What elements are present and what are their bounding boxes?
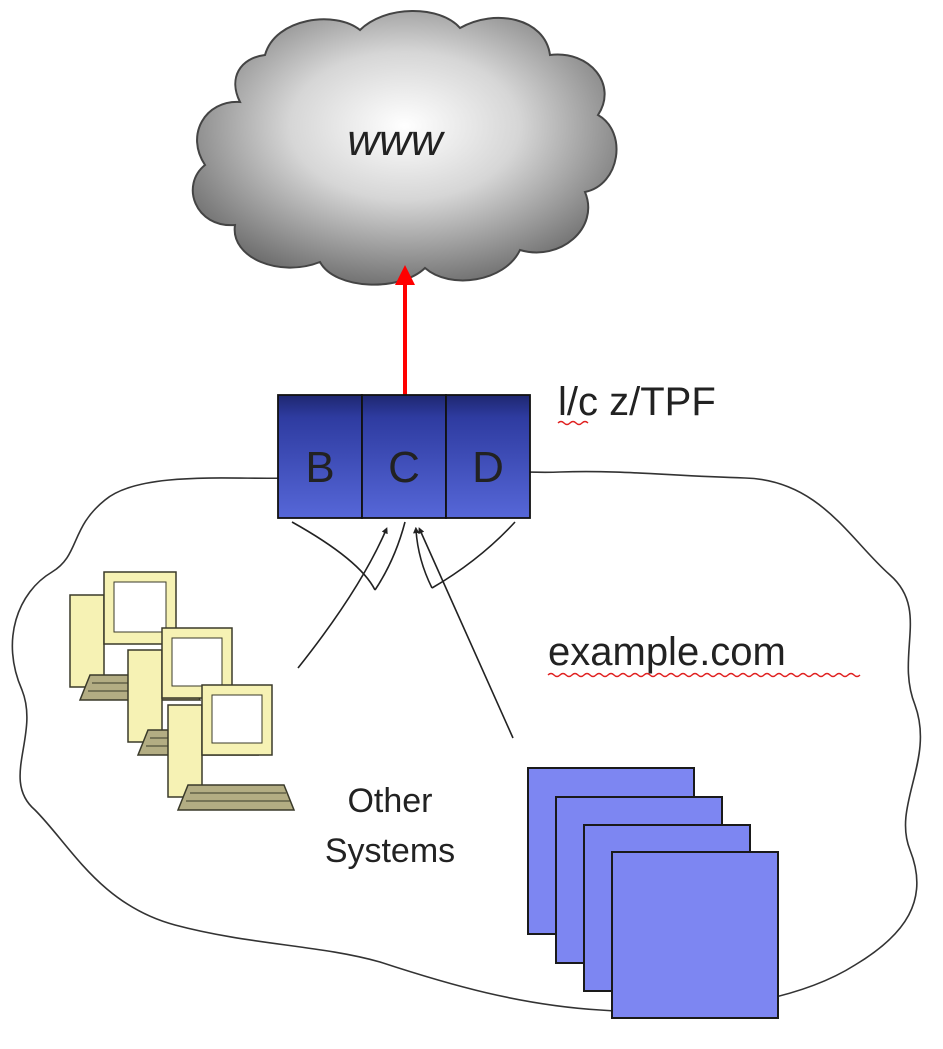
- connections: [291, 521, 516, 739]
- server-cell-c: [361, 394, 447, 519]
- connection-line: [431, 521, 516, 589]
- connection-line: [374, 521, 406, 591]
- connection-line: [291, 521, 376, 591]
- server-cell-c-label: C: [388, 443, 420, 492]
- server-cell-b: [277, 394, 363, 519]
- spellcheck-squiggle: [557, 420, 589, 426]
- server-cell-d: [445, 394, 531, 519]
- systems-label-line2: Systems: [325, 832, 455, 870]
- cloud-label: www: [347, 116, 446, 165]
- spellcheck-squiggle: [547, 672, 861, 678]
- connection-line: [297, 527, 388, 669]
- server-label: l/c z/TPF: [558, 380, 716, 424]
- computers-group: [69, 571, 296, 811]
- cloud-shape: [191, 10, 618, 286]
- documents-stack: [527, 767, 779, 1019]
- systems-label-line1: Other: [347, 782, 432, 820]
- computer-icon: [167, 684, 296, 811]
- document-icon: [611, 851, 779, 1019]
- server-cell-b-label: B: [305, 443, 334, 492]
- server-box: B C D: [277, 394, 531, 519]
- connection-line: [418, 527, 514, 739]
- internet-cloud: www: [191, 10, 618, 286]
- domain-label: example.com: [548, 630, 786, 674]
- connection-line: [413, 526, 433, 589]
- server-cell-d-label: D: [472, 443, 504, 492]
